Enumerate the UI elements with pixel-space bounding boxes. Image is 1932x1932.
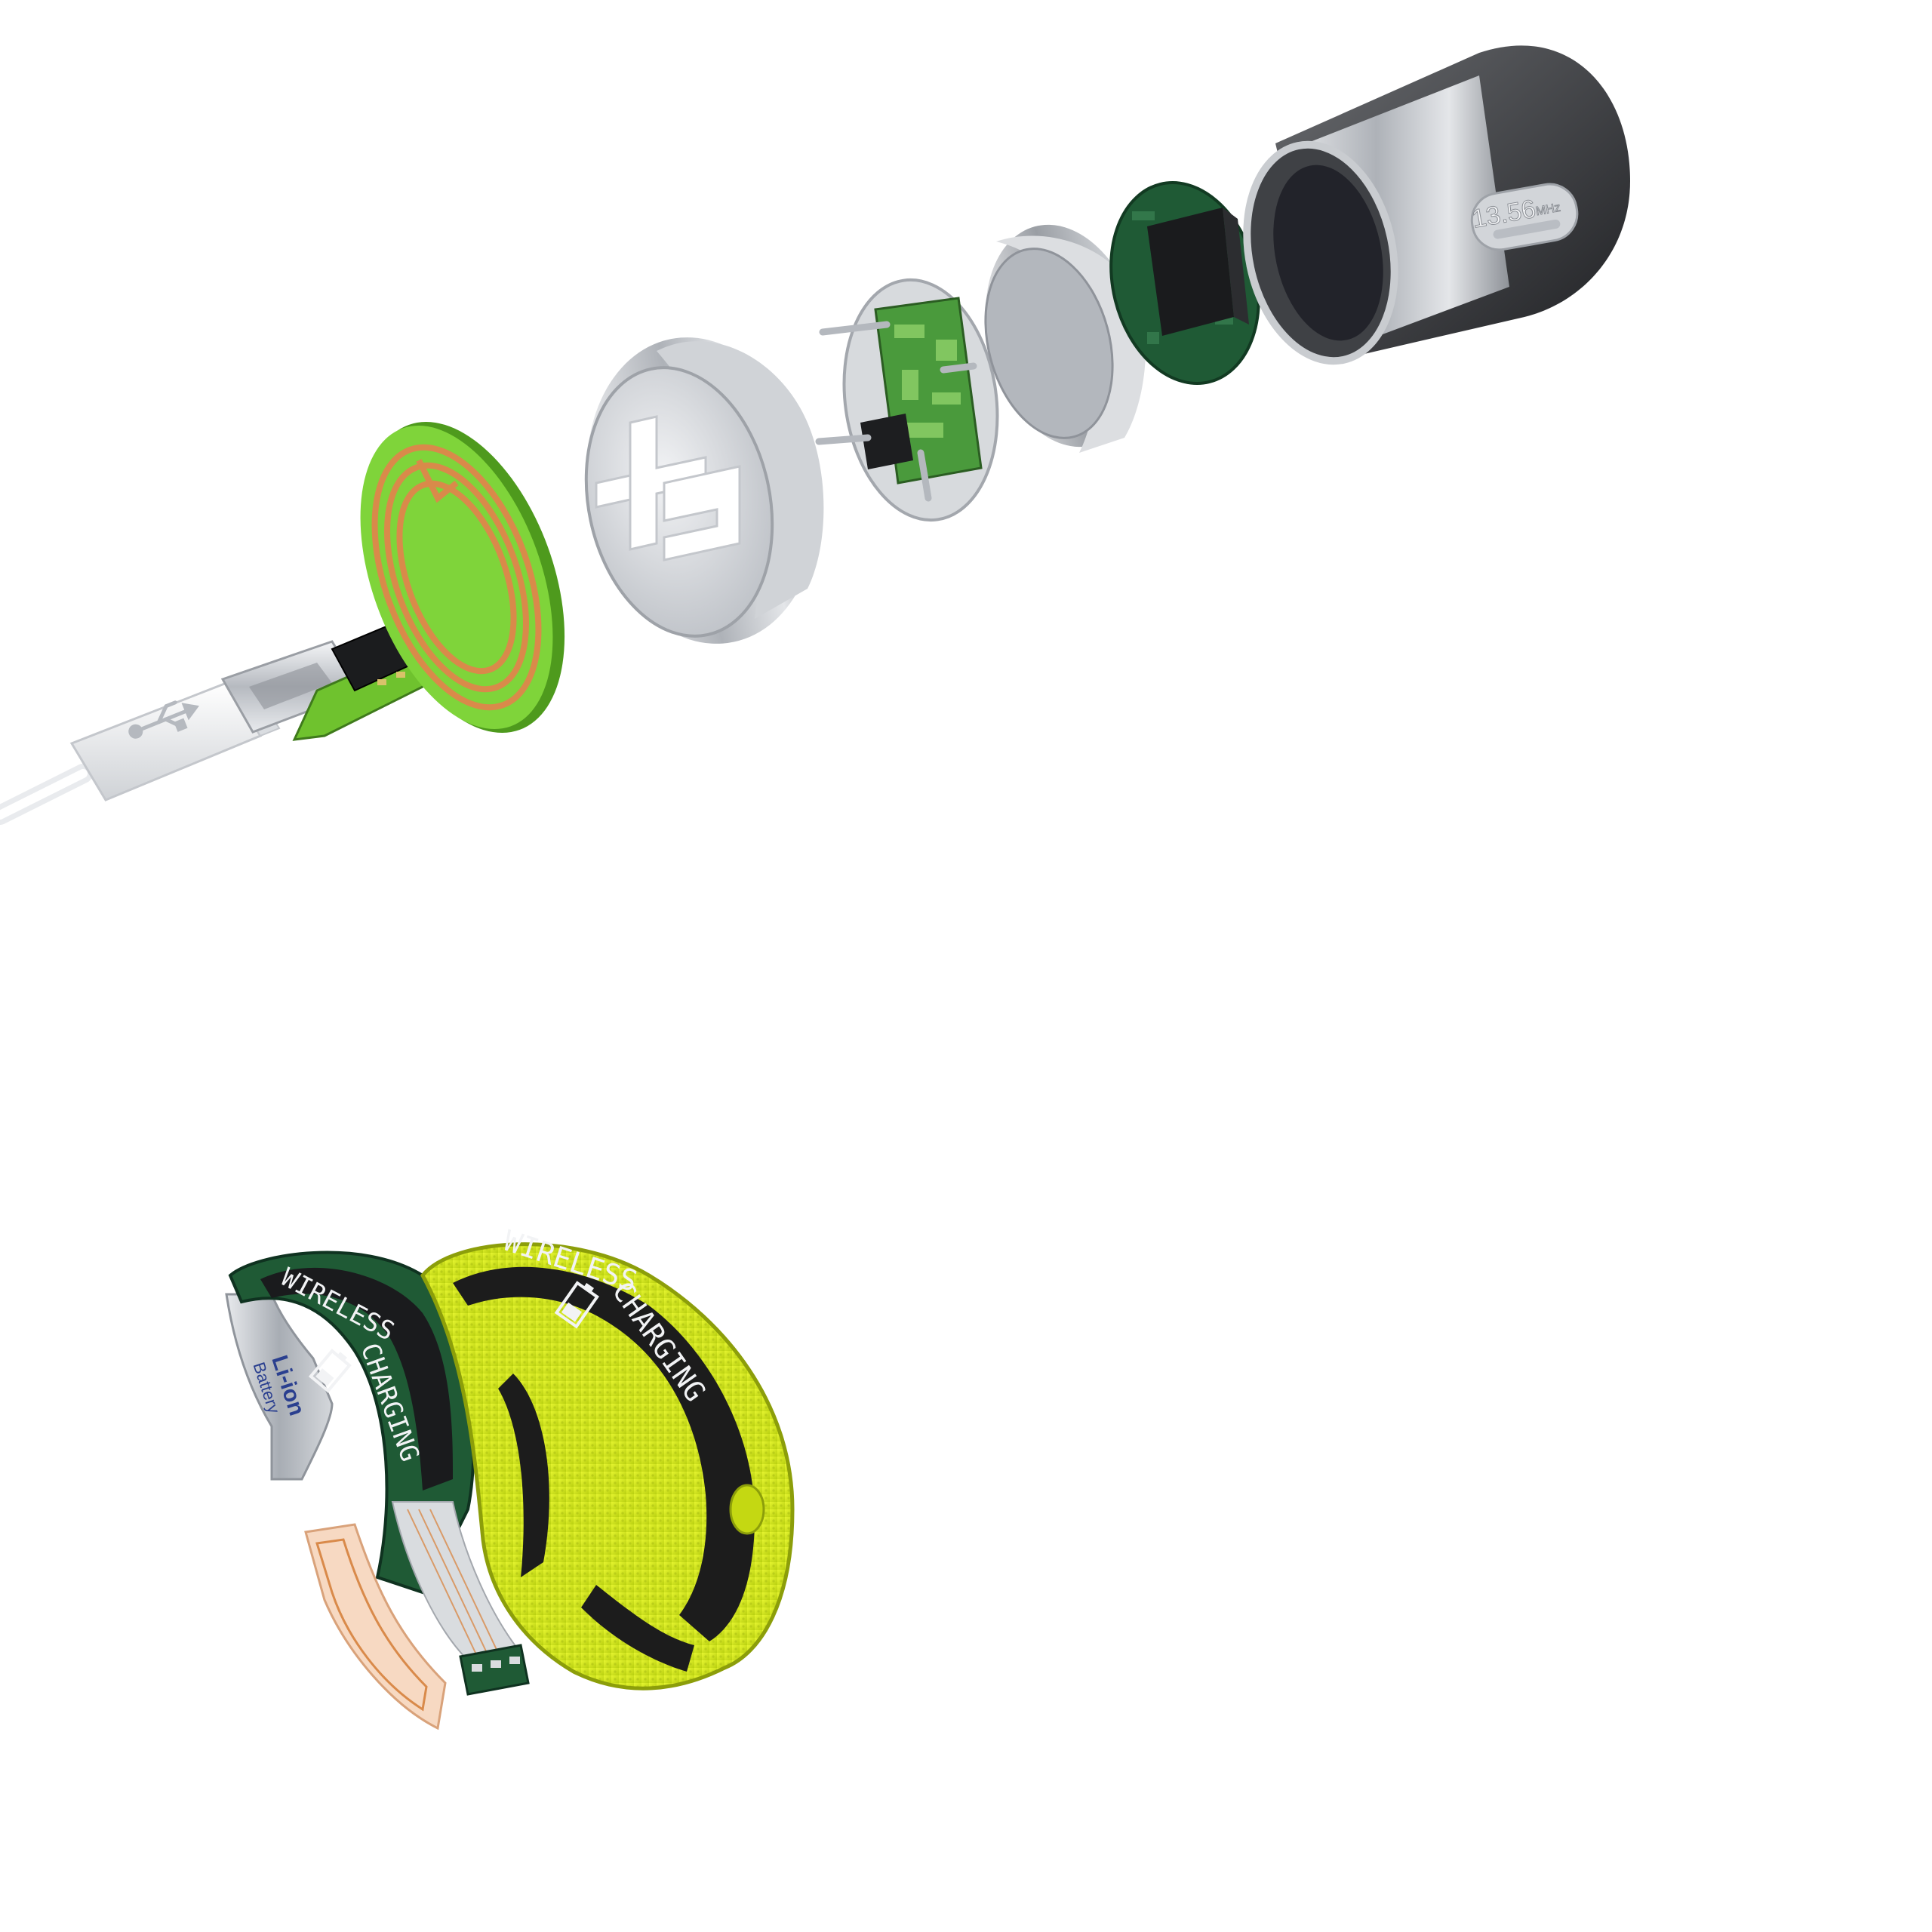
frequency-unit: MHz (1535, 202, 1561, 218)
steel-logo-cap (584, 337, 824, 644)
receiver-coil-strip (304, 1523, 447, 1730)
copper-coil (371, 444, 542, 711)
rectifier-pcb (815, 278, 999, 522)
usb-cable (0, 640, 365, 825)
li-ion-battery-strip: Li-ion Battery (225, 1293, 334, 1481)
steel-casing: 13.56MHz (1243, 45, 1630, 365)
battery-icon (554, 1281, 599, 1329)
coin-cell-battery (984, 224, 1146, 453)
frequency-plate: 13.56MHz (1469, 183, 1579, 251)
connector-pins (815, 321, 977, 502)
logo-icon (595, 415, 741, 561)
usb-icon (128, 700, 199, 739)
battery-icon (308, 1349, 352, 1393)
transmitter-coil-pcb (360, 421, 565, 734)
controller-pcb (1109, 181, 1260, 385)
